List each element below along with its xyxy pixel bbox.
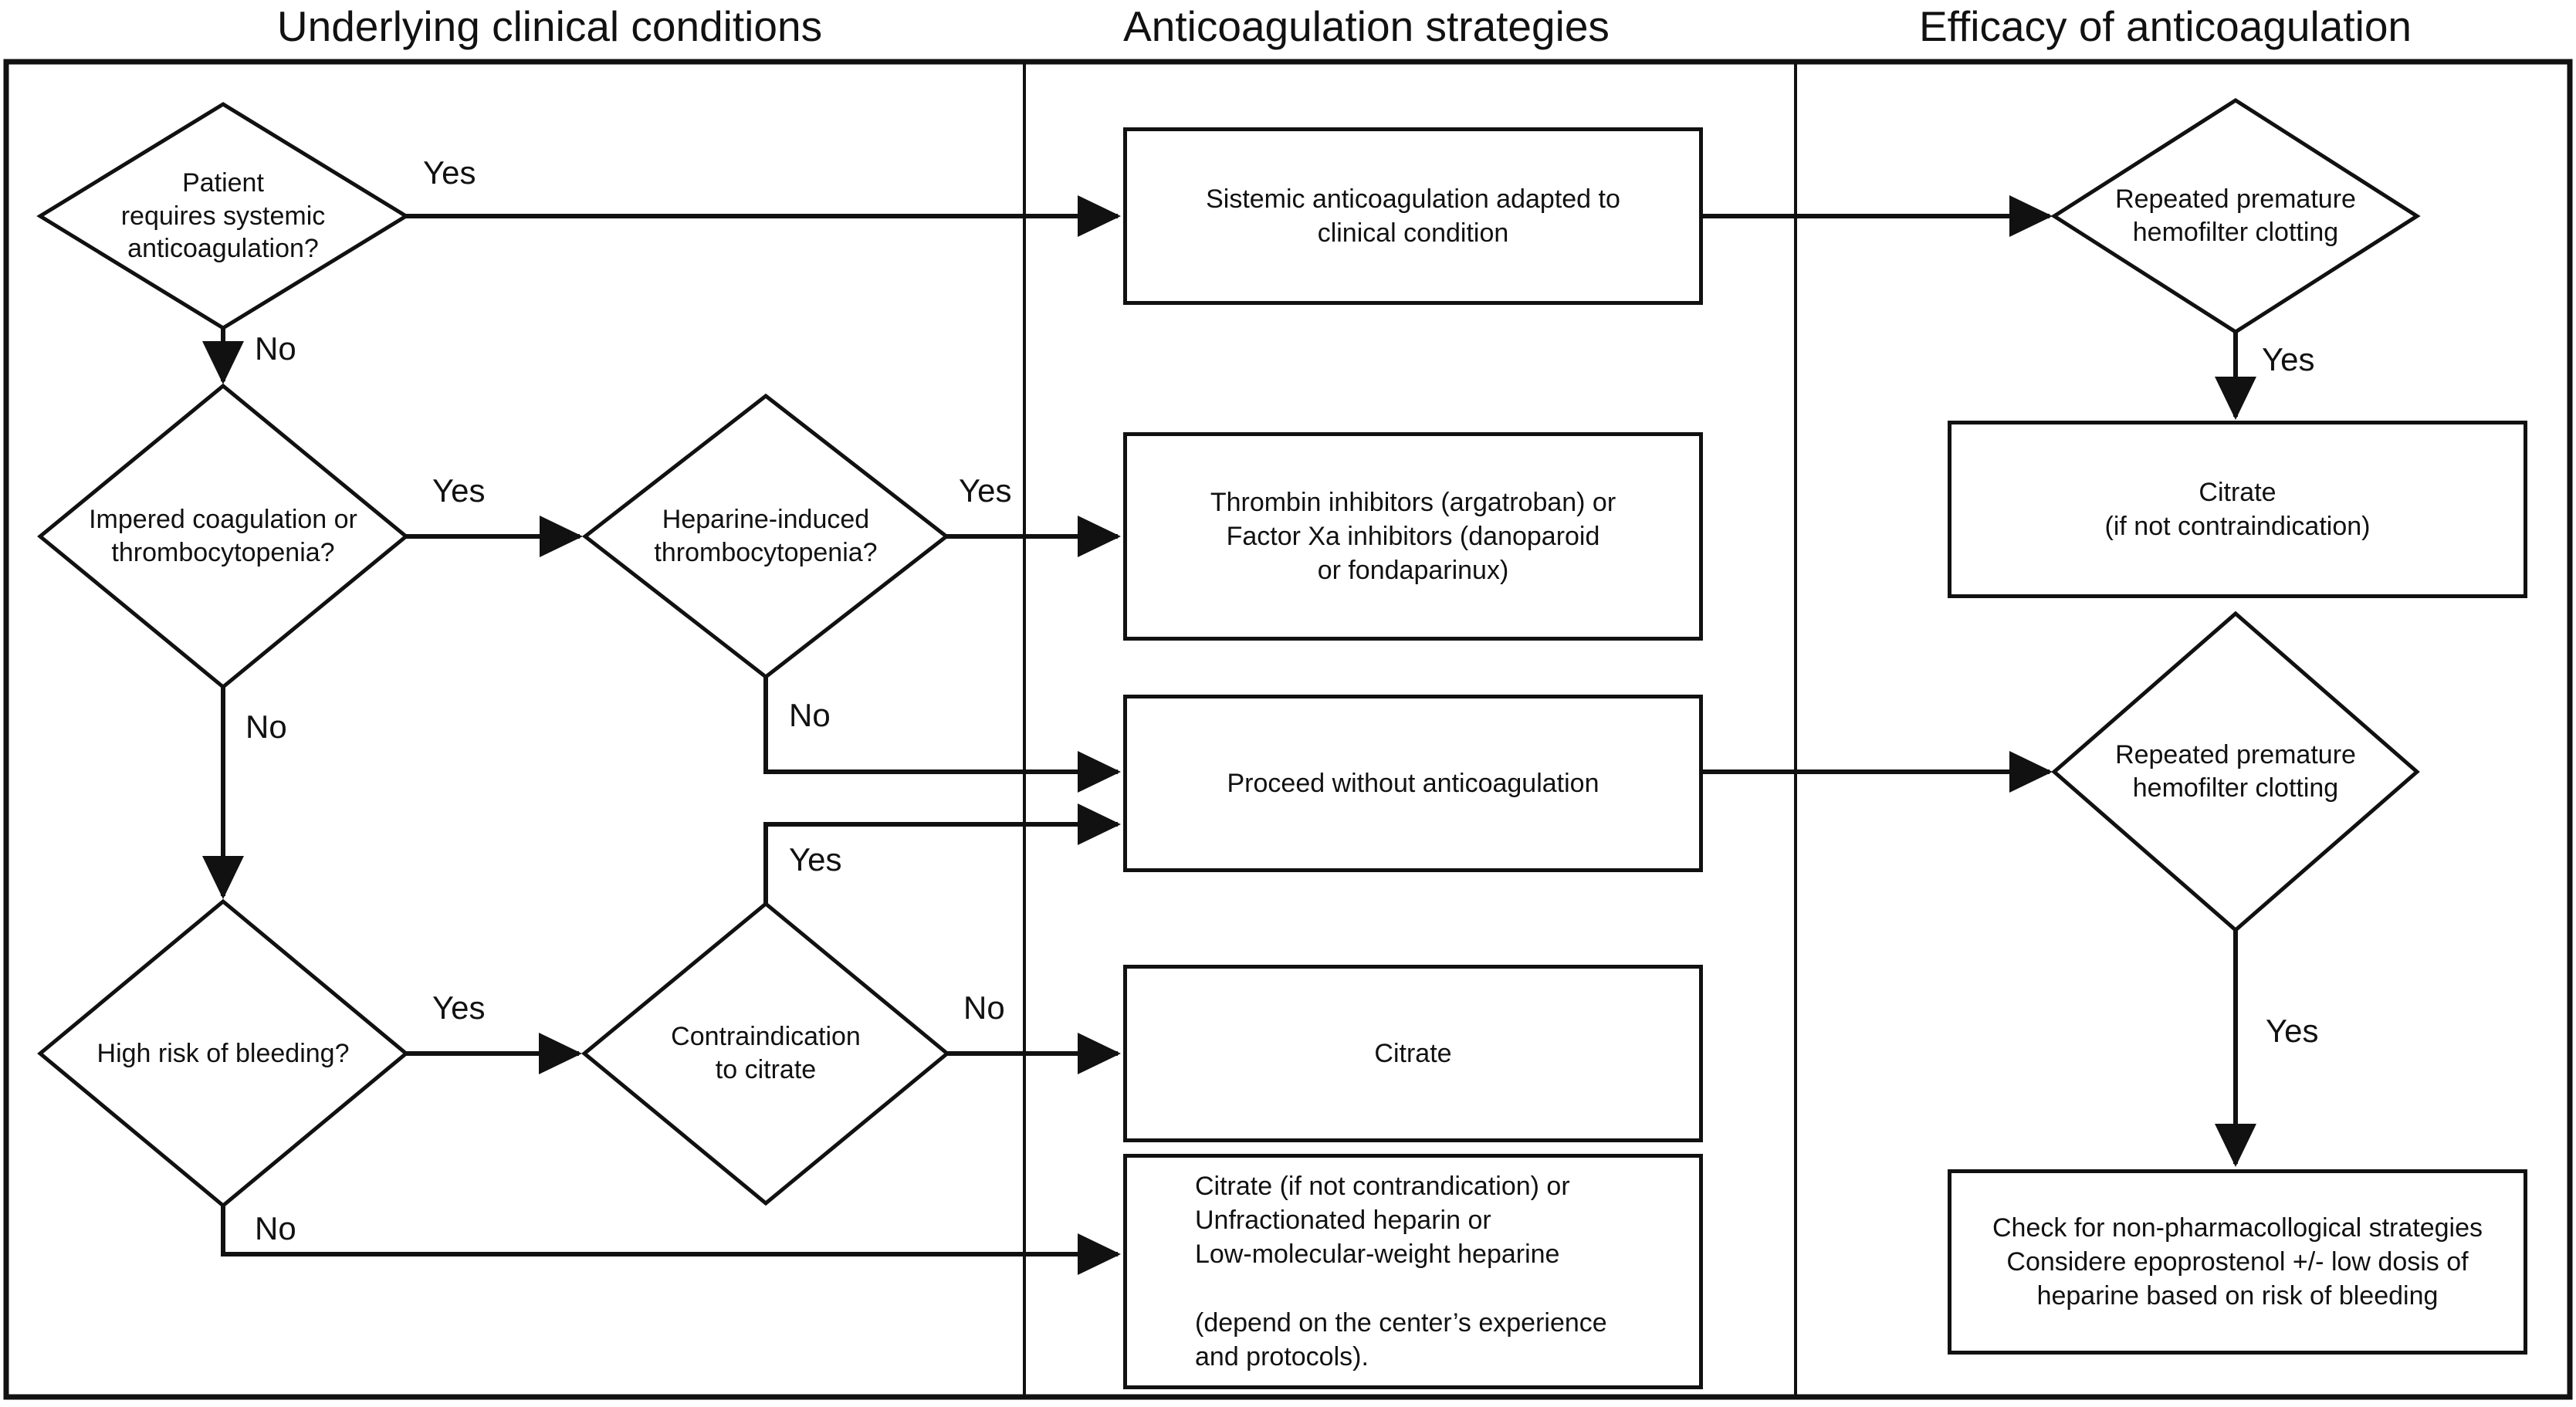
edge-label-r1-yes: Yes — [2262, 341, 2315, 377]
edge-label-d5-yes: Yes — [789, 841, 842, 878]
edge-d5-yes-arrow — [763, 803, 1121, 904]
diamond-contraindication-to-citrate — [581, 901, 950, 1206]
column-title-underlying-clinical-conditions: Underlying clinical conditions — [276, 2, 823, 50]
edge-label-d4-yes: Yes — [432, 989, 486, 1026]
box-citrate: Citrate — [1123, 965, 1703, 1142]
edge-label-d4-no: No — [255, 1210, 296, 1246]
edge-label-d3-no: No — [789, 697, 831, 733]
box-proceed-without-anticoagulation: Proceed without anticoagulation — [1123, 695, 1703, 872]
diamond-text-impered-coagulation: Impered coagulation or thrombocytopenia? — [89, 505, 357, 567]
edge-d3-no-arrow — [763, 677, 1121, 793]
column-title-anticoagulation-strategies: Anticoagulation strategies — [1123, 2, 1610, 50]
edge-label-d1-no: No — [255, 330, 296, 367]
box-sistemic-anticoagulation: Sistemic anticoagulation adapted to clin… — [1123, 127, 1703, 305]
diamond-text-patient-requires: Patient requires systemic anticoagulatio… — [120, 167, 326, 264]
diamond-text-contraindication-to-citrate: Contraindication to citrate — [671, 1022, 861, 1084]
outer-frame — [3, 59, 2573, 1400]
edge-label-d5-no: No — [963, 989, 1005, 1026]
diamond-text-high-risk-of-bleeding: High risk of bleeding? — [96, 1038, 350, 1068]
edge-label-d3-yes: Yes — [959, 472, 1012, 509]
box-thrombin-inhibitors: Thrombin inhibitors (argatroban) or Fact… — [1123, 432, 1703, 641]
diamond-text-heparine-induced: Heparine-induced thrombocytopenia? — [654, 505, 878, 567]
edge-label-d2-no: No — [245, 709, 287, 745]
edge-label-d2-yes: Yes — [432, 472, 486, 509]
diamond-text-repeated-clotting-bottom: Repeated premature hemofilter clotting — [2115, 740, 2356, 803]
edge-d4-no-arrow — [221, 1206, 1121, 1275]
box-citrate-heparin-options: Citrate (if not contrandication) or Unfr… — [1123, 1154, 1703, 1389]
diamond-text-repeated-clotting-top: Repeated premature hemofilter clotting — [2115, 184, 2356, 247]
box-citrate-if-not-contraindication: Citrate (if not contraindication) — [1948, 421, 2527, 598]
column-title-efficacy-of-anticoagulation: Efficacy of anticoagulation — [1918, 2, 2412, 50]
edge-label-d1-yes: Yes — [423, 154, 476, 191]
edge-label-r2-yes: Yes — [2266, 1013, 2319, 1049]
box-check-non-pharmacological: Check for non-pharmacollogical strategie… — [1948, 1169, 2527, 1355]
